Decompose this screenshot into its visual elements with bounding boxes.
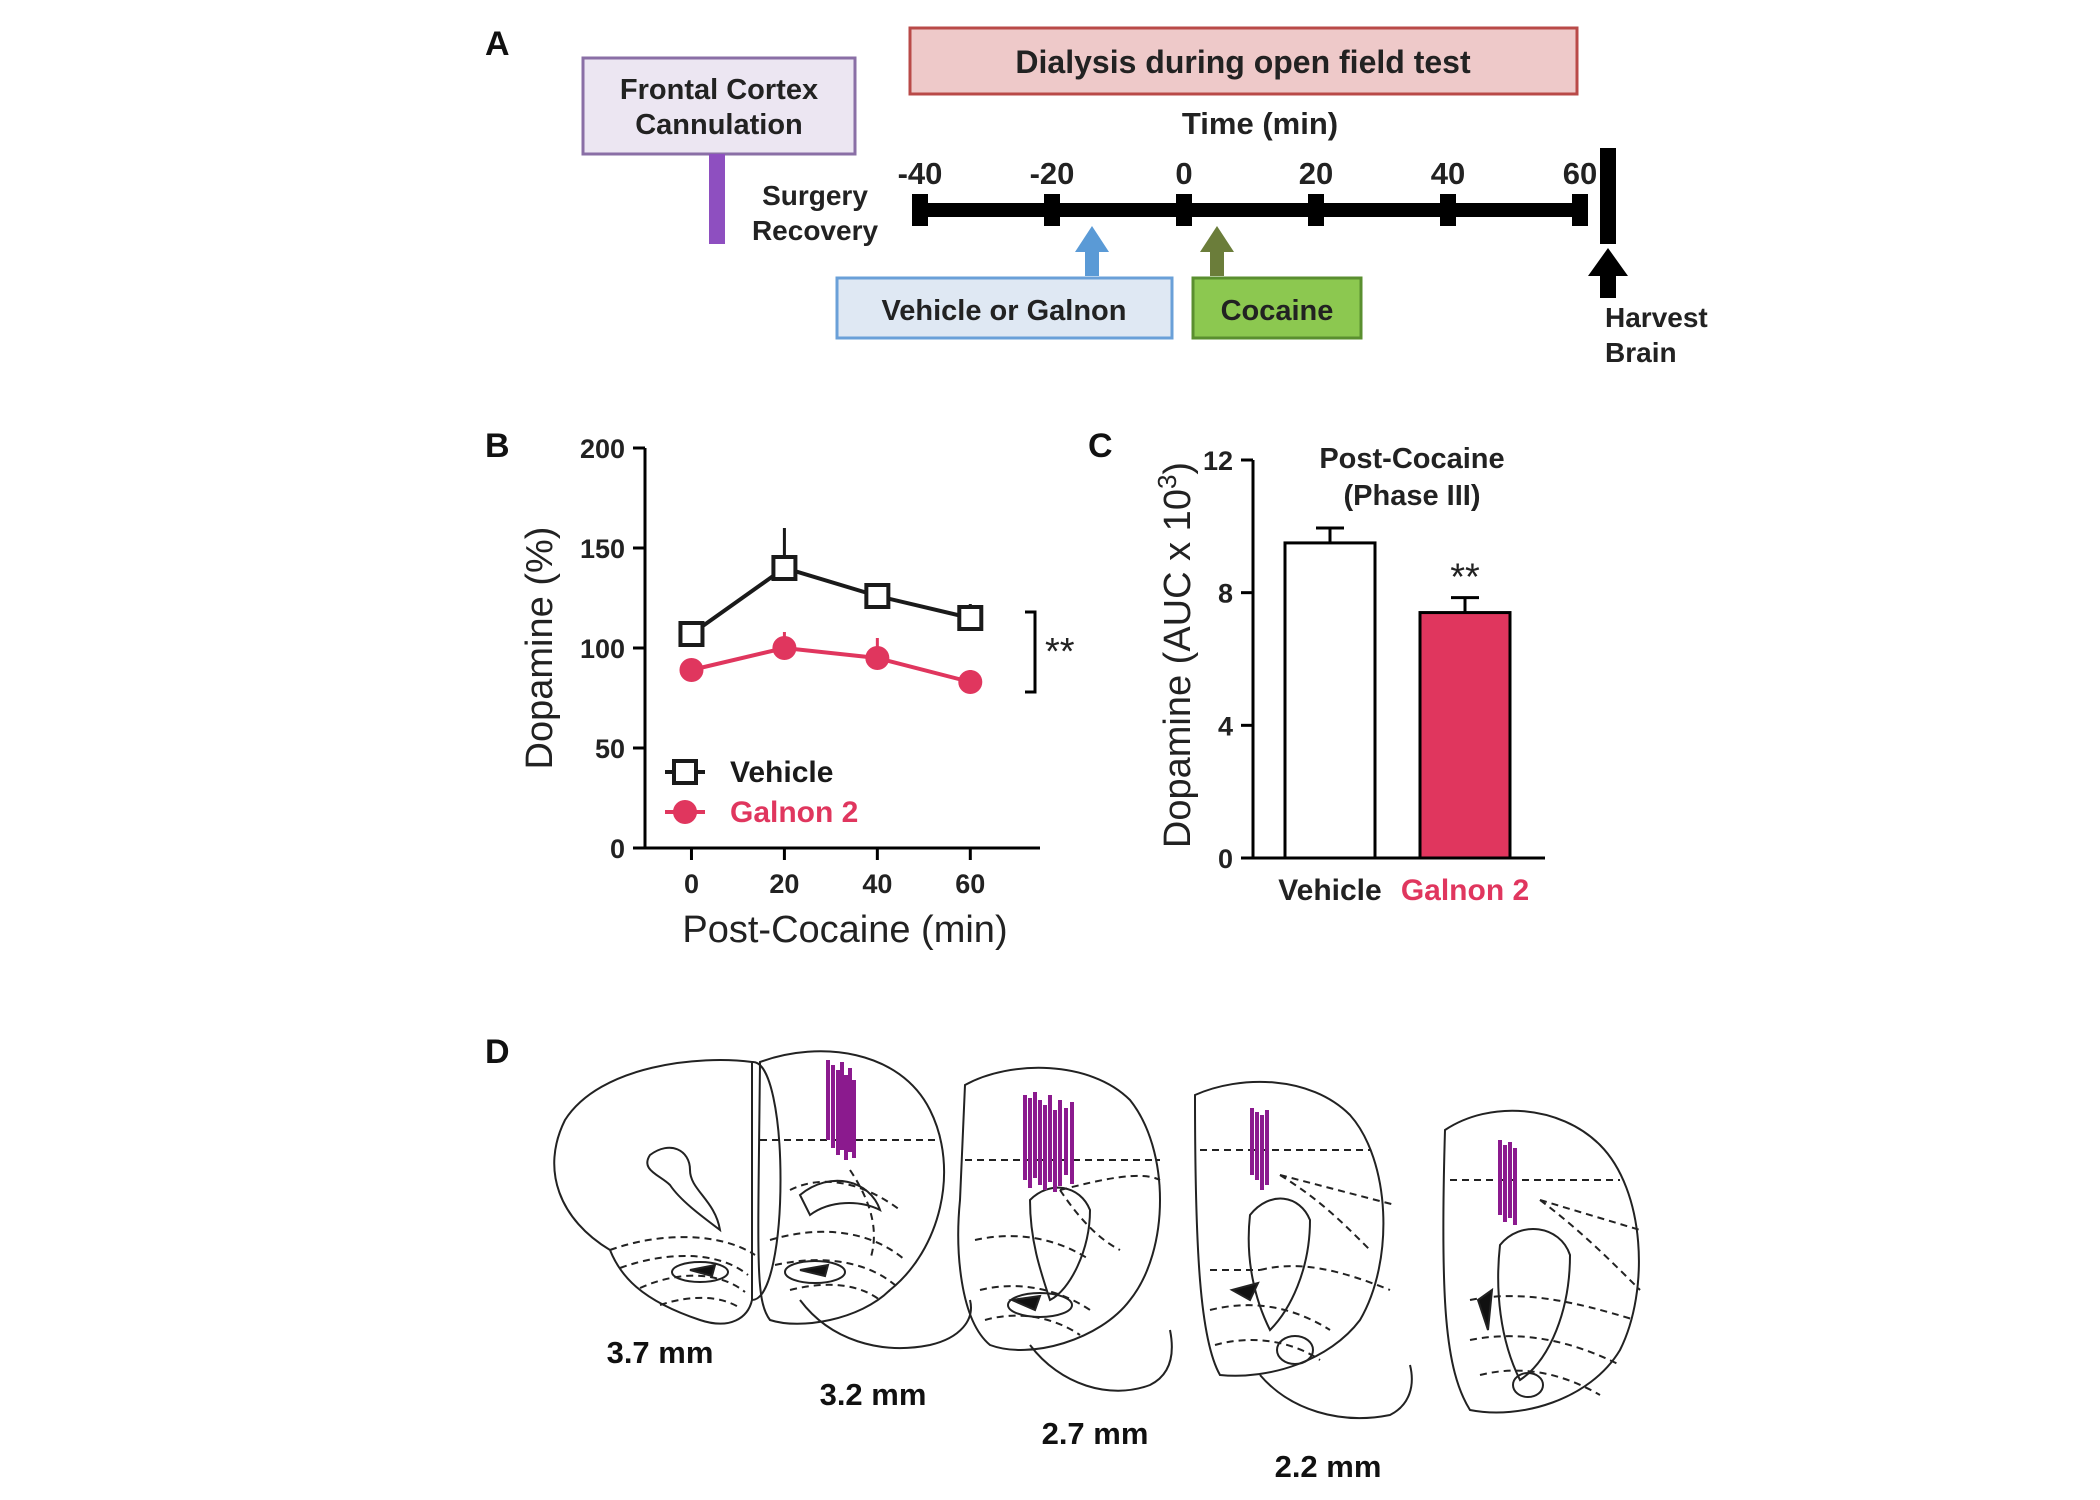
timeline-tick-label: -40 <box>898 156 943 191</box>
cocaine-box <box>1191 276 1363 340</box>
timeline-tick <box>1308 194 1324 226</box>
timeline-tick-label: -20 <box>1030 156 1075 191</box>
brain-section-2.2mm <box>1193 1080 1413 1419</box>
timeline-tick-label: 40 <box>1431 156 1465 191</box>
data-point <box>772 636 797 660</box>
y-tick-label: 0 <box>610 834 625 864</box>
cannulation-bar <box>709 154 725 244</box>
legend-label: Galnon 2 <box>730 796 858 829</box>
timeline-tick-label: 0 <box>1175 156 1192 191</box>
timeline-tick-label: 60 <box>1563 156 1597 191</box>
legend-marker <box>673 800 697 824</box>
vehicle-galnon-label: Vehicle or Galnon <box>882 295 1127 327</box>
x-tick-label: 40 <box>862 869 892 899</box>
x-tick-label: 0 <box>684 869 699 899</box>
timeline-tick <box>1572 194 1588 226</box>
cocaine-label: Cocaine <box>1221 295 1334 327</box>
timeline-tick-label: 20 <box>1299 156 1333 191</box>
y-tick-label: 100 <box>580 634 625 664</box>
dialysis-label: Dialysis during open field test <box>1015 44 1471 80</box>
bar <box>1283 541 1377 860</box>
y-axis-label: Dopamine (AUC x 103) <box>1152 462 1199 848</box>
data-point <box>958 670 983 694</box>
significance-stars: ** <box>1450 557 1480 599</box>
series-line <box>691 645 971 684</box>
y-tick-label: 4 <box>1218 711 1233 741</box>
section-label-2.7: 2.7 mm <box>1042 1416 1149 1451</box>
y-axis-label: Dopamine (%) <box>519 527 561 770</box>
y-tick-label: 50 <box>595 734 625 764</box>
timeline-tick <box>1044 194 1060 226</box>
brain-section-3.2mm <box>757 1050 972 1349</box>
section-label-2.2: 2.2 mm <box>1275 1449 1382 1484</box>
data-point <box>678 621 705 647</box>
series-line <box>690 565 971 636</box>
brain-section-2.7mm <box>957 1066 1173 1392</box>
brain-section-3.7mm <box>553 1059 782 1325</box>
vehicle-arrow-icon <box>1075 226 1109 276</box>
chart-title-line1: Post-Cocaine <box>1319 443 1504 475</box>
data-point <box>679 658 704 682</box>
dialysis-box <box>908 26 1579 96</box>
surgery-label: Surgery <box>762 180 868 211</box>
section-label-3.7: 3.7 mm <box>607 1335 714 1370</box>
category-label: Vehicle <box>1278 874 1381 907</box>
x-tick-label: 60 <box>955 869 985 899</box>
x-axis-label: Post-Cocaine (min) <box>682 909 1007 951</box>
harvest-arrow-icon <box>1588 248 1628 298</box>
significance-bracket <box>1025 610 1037 694</box>
y-tick-label: 0 <box>1218 844 1233 874</box>
panel-label-d: D <box>485 1033 510 1071</box>
recovery-label: Recovery <box>752 215 879 246</box>
timeline-line <box>918 203 1586 217</box>
brain-sections <box>553 1050 1641 1419</box>
data-point <box>864 583 891 609</box>
data-point <box>771 555 798 581</box>
cannula-placements <box>826 1060 1517 1225</box>
legend-label: Vehicle <box>730 756 833 789</box>
vehicle-galnon-box <box>835 276 1174 340</box>
harvest-bar <box>1600 148 1616 244</box>
timeline-tick <box>912 194 928 226</box>
x-tick-label: 20 <box>769 869 799 899</box>
chart-title-line2: (Phase III) <box>1344 480 1481 512</box>
y-tick-label: 150 <box>580 534 625 564</box>
cannulation-label-line2: Cannulation <box>635 109 803 141</box>
data-point <box>865 646 890 670</box>
section-label-3.2: 3.2 mm <box>820 1377 927 1412</box>
legend-marker <box>672 759 698 785</box>
y-tick-label: 12 <box>1203 446 1233 476</box>
y-tick-label: 200 <box>580 434 625 464</box>
timeline-tick <box>1176 194 1192 226</box>
panel-label-a: A <box>485 25 510 63</box>
time-axis-title: Time (min) <box>1182 106 1338 141</box>
harvest-label: Harvest <box>1605 302 1708 333</box>
y-tick-label: 8 <box>1218 579 1233 609</box>
cocaine-arrow-icon <box>1200 226 1234 276</box>
panel-label-c: C <box>1088 427 1113 465</box>
data-point <box>957 605 984 631</box>
panel-label-b: B <box>485 427 510 465</box>
significance-stars: ** <box>1045 631 1075 673</box>
timeline-tick <box>1440 194 1456 226</box>
cannulation-box <box>581 56 857 156</box>
cannulation-label-line1: Frontal Cortex <box>620 74 818 106</box>
bar <box>1418 611 1512 860</box>
category-label: Galnon 2 <box>1401 874 1529 907</box>
brain-label: Brain <box>1605 337 1677 368</box>
brain-section-1.7mm <box>1442 1109 1641 1414</box>
